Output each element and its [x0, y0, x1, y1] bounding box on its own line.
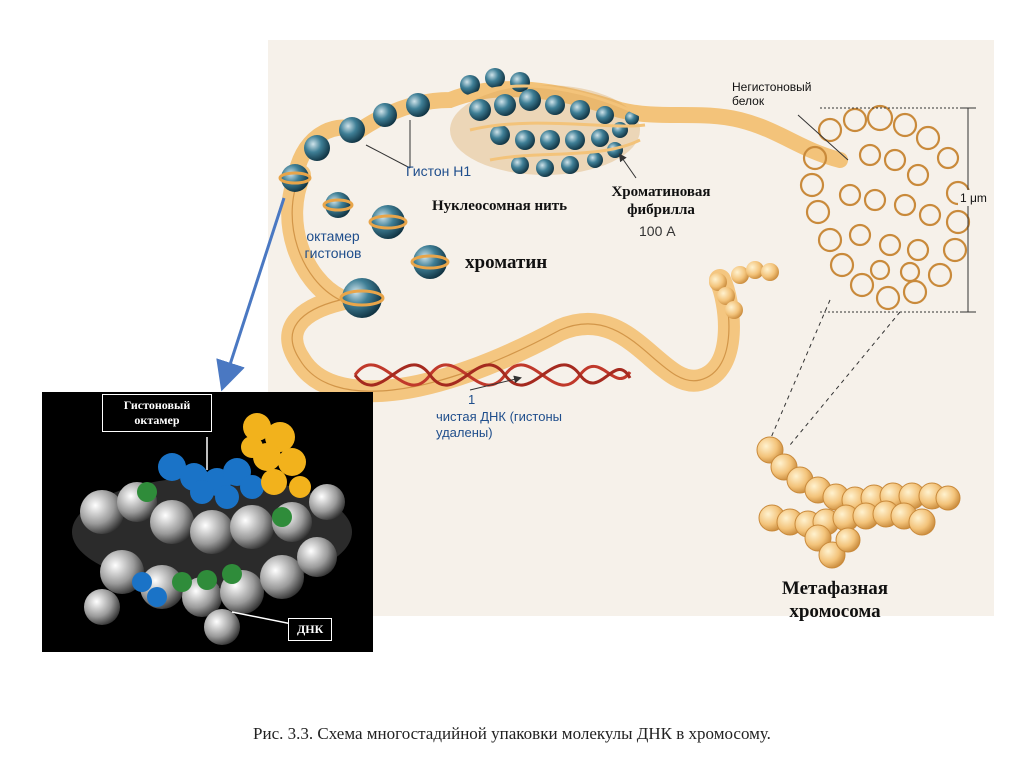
naked-dna-index: 1 — [468, 392, 475, 408]
metaphase-chromosome-shape — [757, 437, 960, 568]
fibril-size-label: 100 А — [639, 223, 676, 240]
inset-dna-label: ДНК — [288, 618, 332, 641]
projection-lines — [770, 300, 900, 445]
scale-bar — [820, 108, 976, 312]
nonhistone-protein-label: Негистоновый белок — [732, 80, 822, 109]
histone-h1-label: Гистон H1 — [406, 163, 471, 180]
metaphase-chromosome-label: Метафазная хромосома — [770, 578, 900, 624]
nucleosome-string-label: Нуклеосомная нить — [432, 197, 567, 215]
zoom-arrow — [225, 198, 284, 380]
figure-caption: Рис. 3.3. Схема многостадийной упаковки … — [0, 724, 1024, 744]
scale-label: 1 μm — [958, 190, 989, 206]
inset-octamer-label: Гистоновый октамер — [102, 394, 212, 432]
chromatin-label: хроматин — [465, 252, 547, 275]
chromatin-fibril-label: Хроматиновая фибрилла — [596, 183, 726, 219]
chromatin-loops — [801, 106, 969, 309]
histone-octamer-label: октамер гистонов — [294, 228, 372, 262]
molecular-model-inset: Гистоновый октамер ДНК — [42, 392, 373, 652]
naked-dna-label: чистая ДНК (гистоны удалены) — [436, 409, 586, 440]
